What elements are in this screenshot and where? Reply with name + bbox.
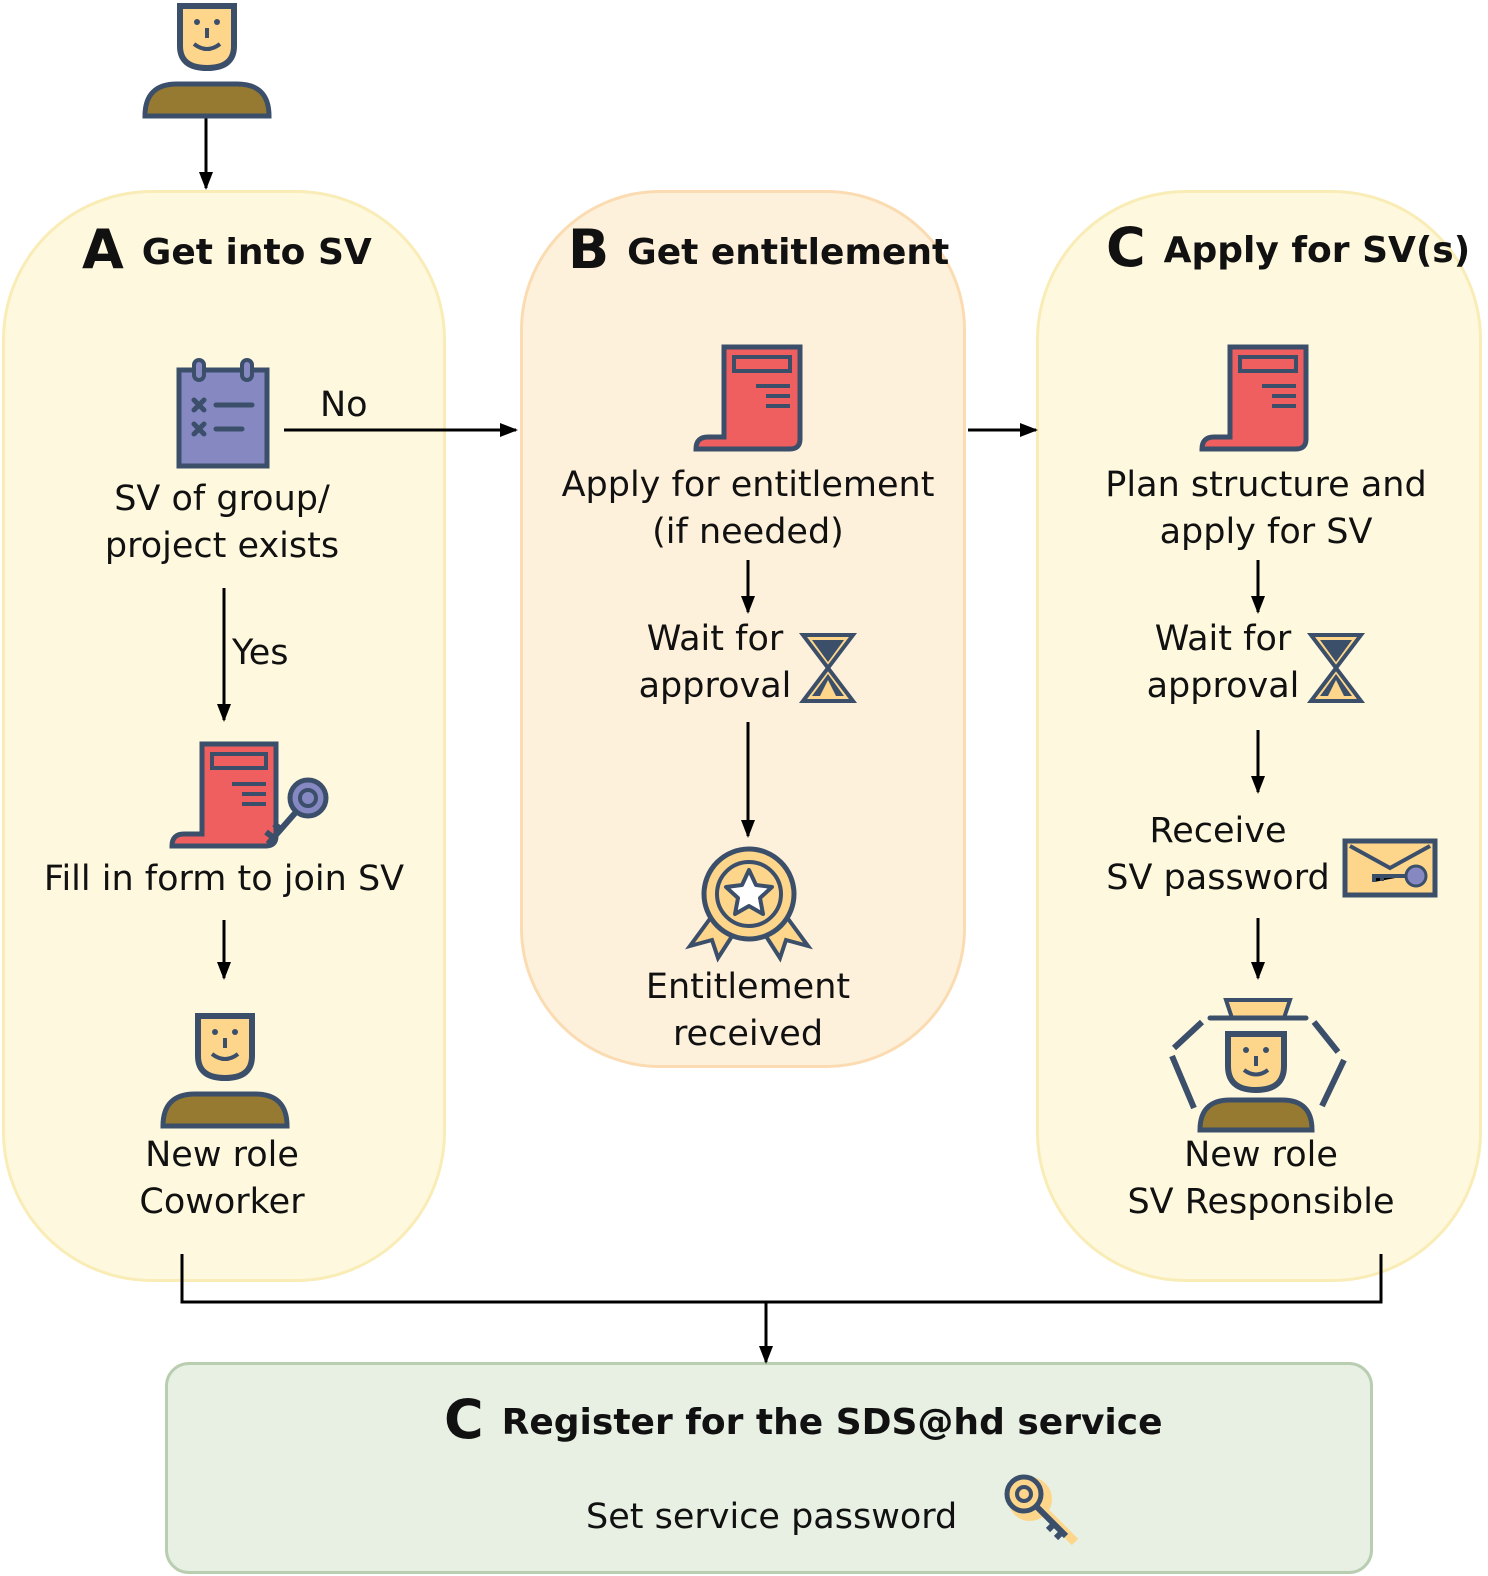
form-label: Fill in form to join SV [43, 859, 405, 899]
wait-approval-label-b: Wait for approval [638, 619, 792, 706]
responsible-person-icon [1169, 998, 1347, 1133]
entitlement-received-label: Entitlement received [645, 967, 851, 1054]
wait-approval-label-c: Wait for approval [1146, 619, 1300, 706]
apply-entitlement-label: Apply for entitlement (if needed) [561, 465, 935, 552]
sv-responsible-label: New role SV Responsible [1127, 1135, 1395, 1222]
award-badge-icon [684, 846, 814, 963]
set-password-label: Set service password [586, 1497, 958, 1537]
decision-label: SV of group/ project exists [104, 479, 340, 566]
document-icon [693, 344, 803, 452]
hourglass-icon-c [1306, 633, 1366, 703]
receive-password-label: Receive SV password [1106, 811, 1330, 898]
person-icon [142, 3, 272, 119]
no-label: No [320, 385, 368, 425]
envelope-key-icon [1342, 838, 1438, 898]
coworker-label: New role Coworker [139, 1135, 305, 1222]
plan-structure-label: Plan structure and apply for SV [1105, 465, 1427, 552]
yes-label: Yes [232, 633, 289, 673]
document-icon-c [1199, 344, 1309, 452]
hourglass-icon [798, 633, 858, 703]
panel-register-service [165, 1362, 1373, 1574]
key-icon [1004, 1474, 1079, 1546]
coworker-person-icon [160, 1013, 290, 1129]
form-key-icon [169, 741, 329, 849]
checklist-icon [176, 358, 270, 469]
